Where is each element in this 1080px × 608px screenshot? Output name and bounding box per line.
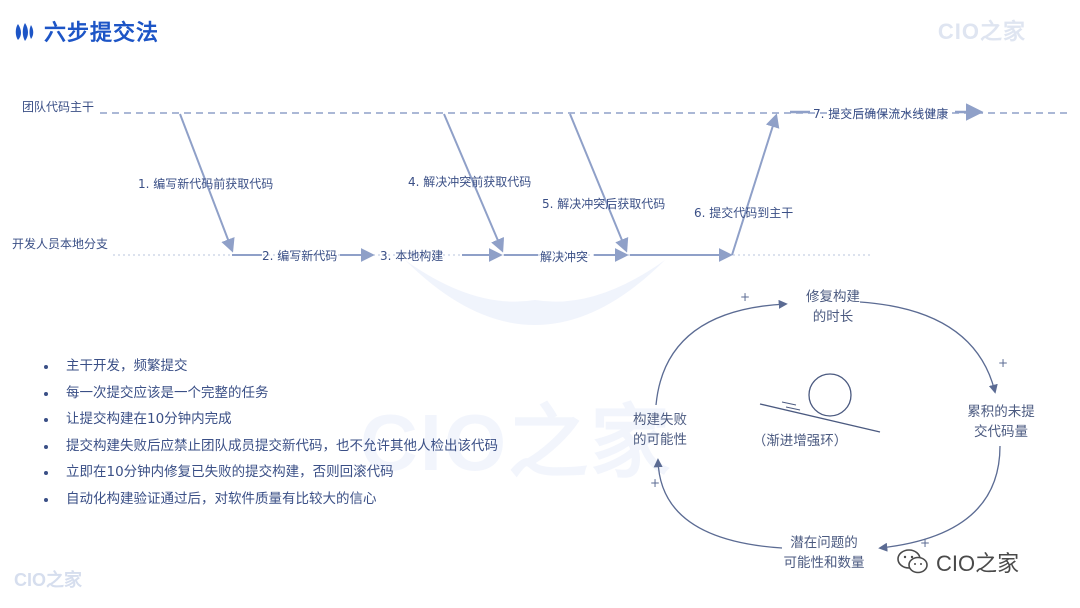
page-title: 六步提交法	[44, 21, 160, 46]
loop-arc-bottom-left	[653, 458, 783, 549]
loop-node-repair-time: 修复构建的时长	[806, 289, 860, 325]
plus-sign-3: +	[920, 536, 931, 550]
arrow-step6	[731, 113, 780, 256]
brand-logo-icon	[15, 23, 34, 41]
step-7-label: 7. 提交后确保流水线健康	[813, 107, 949, 121]
loop-node-build-failure: 构建失败的可能性	[633, 412, 687, 448]
list-item: 让提交构建在10分钟内完成	[44, 406, 498, 433]
loop-arc-top-right	[859, 301, 998, 394]
plus-sign-4: +	[650, 476, 661, 490]
list-item: 主干开发，频繁提交	[44, 353, 498, 380]
principles-list: 主干开发，频繁提交 每一次提交应该是一个完整的任务 让提交构建在10分钟内完成 …	[44, 353, 498, 512]
list-item: 每一次提交应该是一个完整的任务	[44, 380, 498, 407]
step-3-label: 3. 本地构建	[380, 249, 444, 263]
lane-trunk-label: 团队代码主干	[22, 100, 95, 114]
step-6-label: 6. 提交代码到主干	[694, 206, 794, 220]
plus-sign-2: +	[998, 356, 1009, 370]
plus-sign-1: +	[740, 290, 751, 304]
step-2-label: 2. 编写新代码	[262, 249, 338, 263]
arrow-step1	[179, 113, 235, 253]
loop-node-potential-issues: 潜在问题的可能性和数量	[783, 535, 865, 571]
loop-arc-right-bottom	[878, 445, 1001, 552]
brand-watermark-top: CIO之家	[937, 19, 1026, 44]
wechat-account-name: CIO之家	[936, 551, 1020, 576]
loop-arc-left-top	[655, 299, 788, 406]
arrow-step4	[443, 113, 505, 253]
loop-center-label: （渐进增强环）	[752, 433, 848, 449]
loop-node-uncommitted-code: 累积的未提交代码量	[967, 404, 1035, 440]
lane-branch-label: 开发人员本地分支	[12, 237, 109, 251]
flow-diagram	[100, 103, 1072, 262]
resolve-conflict-label: 解决冲突	[540, 250, 589, 264]
arrow-step5	[569, 113, 629, 253]
wechat-account: CIO之家	[896, 546, 1019, 578]
list-item: 自动化构建验证通过后，对软件质量有比较大的信心	[44, 486, 498, 513]
list-item: 立即在10分钟内修复已失败的提交构建，否则回滚代码	[44, 459, 498, 486]
ball-icon	[759, 373, 881, 433]
wechat-icon	[897, 549, 928, 574]
header: 六步提交法	[14, 14, 159, 48]
step-1-label: 1. 编写新代码前获取代码	[138, 177, 274, 191]
brand-watermark-bottom: CIO之家	[14, 570, 83, 590]
step-5-label: 5. 解决冲突后获取代码	[542, 197, 666, 211]
step-4-label: 4. 解决冲突前获取代码	[408, 175, 532, 189]
list-item: 提交构建失败后应禁止团队成员提交新代码，也不允许其他人检出该代码	[44, 433, 498, 460]
